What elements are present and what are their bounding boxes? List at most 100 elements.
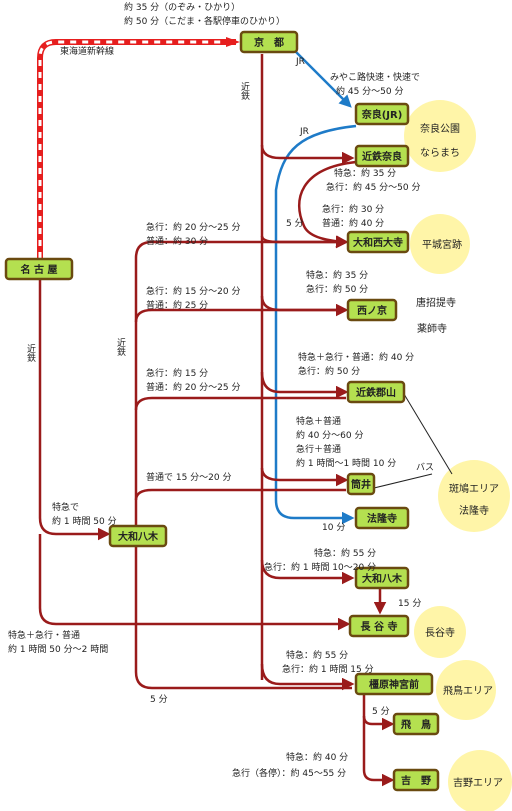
area-asuka: 飛鳥エリア [443,684,493,697]
area-heijo: 平城宮跡 [422,238,462,251]
svg-text:普通：約 25 分: 普通：約 25 分 [146,299,208,311]
area-heijo-bubble [410,214,470,274]
svg-text:近鉄: 近鉄 [25,343,36,363]
svg-text:普通：約 40 分: 普通：約 40 分 [322,217,384,229]
area-ikaruga: 斑鳩エリア [449,482,499,495]
svg-text:急行：約 45 分〜50 分: 急行：約 45 分〜50 分 [326,181,421,193]
area-hasedera-bubble [414,606,466,658]
svg-text:急行：約 50 分: 急行：約 50 分 [298,365,360,377]
station-kashiharajingumae[interactable]: 橿原神宮前 [354,672,434,696]
svg-text:大和八木: 大和八木 [362,572,403,585]
svg-text:みやこ路快速・快速で: みやこ路快速・快速で [330,71,420,83]
svg-text:普通：約 30 分: 普通：約 30 分 [146,235,208,247]
area-bubbles [404,100,512,811]
svg-text:バス: バス [416,462,434,473]
svg-text:西ノ京: 西ノ京 [357,304,387,317]
svg-text:10 分: 10 分 [322,522,345,533]
svg-text:吉 野: 吉 野 [401,774,431,787]
svg-text:特急＋急行・普通：約 40 分: 特急＋急行・普通：約 40 分 [298,351,414,363]
station-kintetsu-koriyama[interactable]: 近鉄郡山 [346,380,406,404]
svg-text:5 分: 5 分 [150,694,168,705]
svg-text:約 50 分（こだま・各駅停車のひかり）: 約 50 分（こだま・各駅停車のひかり） [124,15,285,27]
shinkansen-line [37,37,240,258]
svg-text:特急＋急行・普通: 特急＋急行・普通 [8,629,80,641]
station-horyuji[interactable]: 法隆寺 [354,506,410,530]
svg-text:特急：約 35 分: 特急：約 35 分 [306,269,368,281]
svg-text:急行：約 15 分〜20 分: 急行：約 15 分〜20 分 [146,285,241,297]
svg-text:JR: JR [299,127,309,137]
svg-text:急行＋普通: 急行＋普通 [296,443,341,455]
station-yoshino[interactable]: 吉 野 [392,768,440,792]
svg-text:大和八木: 大和八木 [118,530,159,543]
svg-text:特急で: 特急で [52,501,79,513]
area-ikaruga-bubble [438,460,510,532]
svg-text:特急：約 55 分: 特急：約 55 分 [286,649,348,661]
svg-text:近鉄奈良: 近鉄奈良 [362,150,402,163]
station-yamato-yagi-right[interactable]: 大和八木 [354,566,410,590]
svg-text:近鉄: 近鉄 [239,81,250,101]
kintetsu-lines [38,54,395,787]
station-yamato-yagi-left[interactable]: 大和八木 [108,524,168,548]
svg-text:急行：約 30 分: 急行：約 30 分 [322,203,384,215]
station-nishinokyo[interactable]: 西ノ京 [346,298,398,322]
area-yoshino-bubble [448,750,512,811]
svg-text:15 分: 15 分 [398,598,421,609]
station-yamato-saidaiji[interactable]: 大和西大寺 [346,230,410,254]
svg-text:急行：約 1 時間 10〜20 分: 急行：約 1 時間 10〜20 分 [264,561,376,573]
area-names: 奈良公園 ならまち 平城宮跡 唐招提寺 薬師寺 斑鳩エリア 法隆寺 長谷寺 飛鳥… [416,122,503,789]
svg-text:長 谷 寺: 長 谷 寺 [361,620,398,633]
area-asuka-bubble [436,660,496,720]
svg-text:近鉄郡山: 近鉄郡山 [356,386,396,399]
svg-text:約 35 分（のぞみ・ひかり）: 約 35 分（のぞみ・ひかり） [124,1,240,13]
bus-leaders [373,393,453,489]
svg-text:5 分: 5 分 [372,706,390,717]
svg-text:約 1 時間 50 分〜2 時間: 約 1 時間 50 分〜2 時間 [8,643,108,655]
svg-text:飛 鳥: 飛 鳥 [400,718,431,731]
svg-text:急行：約 1 時間 15 分: 急行：約 1 時間 15 分 [282,663,374,675]
svg-text:約 1 時間〜1 時間 10 分: 約 1 時間〜1 時間 10 分 [296,457,396,469]
area-yoshino: 吉野エリア [453,777,503,789]
station-tsutsui[interactable]: 筒井 [346,472,376,496]
station-hasedera[interactable]: 長 谷 寺 [348,614,410,638]
svg-text:急行：約 20 分〜25 分: 急行：約 20 分〜25 分 [146,221,241,233]
svg-text:大和西大寺: 大和西大寺 [353,236,403,249]
svg-text:特急＋普通: 特急＋普通 [296,415,341,427]
svg-text:急行：約 15 分: 急行：約 15 分 [146,367,208,379]
svg-text:約 45 分〜50 分: 約 45 分〜50 分 [336,85,404,97]
svg-text:特急：約 35 分: 特急：約 35 分 [334,167,396,179]
jr-lines [274,51,357,525]
station-asuka[interactable]: 飛 鳥 [392,712,440,736]
svg-text:特急：約 40 分: 特急：約 40 分 [286,751,348,763]
area-naramachi: ならまち [420,147,460,159]
svg-text:普通：約 20 分〜25 分: 普通：約 20 分〜25 分 [146,381,241,393]
station-nara-jr[interactable]: 奈良(JR) [354,102,410,126]
area-yakushiji: 薬師寺 [417,322,447,335]
stations: 京 都 名 古 屋 奈良(JR) 近鉄奈良 大和西大寺 西ノ京 近鉄郡山 筒井 [4,30,440,792]
svg-text:東海道新幹線: 東海道新幹線 [60,45,114,57]
svg-text:近鉄: 近鉄 [115,337,126,357]
svg-text:JR: JR [295,57,305,67]
time-labels: 約 35 分（のぞみ・ひかり） 約 50 分（こだま・各駅停車のひかり） 東海道… [8,1,434,779]
area-nara-park-bubble [404,100,476,172]
area-nara-park: 奈良公園 [420,122,460,135]
svg-text:普通で 15 分〜20 分: 普通で 15 分〜20 分 [146,471,232,483]
svg-text:急行（各停）：約 45〜55 分: 急行（各停）：約 45〜55 分 [232,767,346,779]
svg-text:橿原神宮前: 橿原神宮前 [369,678,419,691]
svg-text:急行：約 50 分: 急行：約 50 分 [306,283,368,295]
svg-text:筒井: 筒井 [351,478,371,491]
svg-text:約 1 時間 50 分: 約 1 時間 50 分 [52,515,117,527]
area-hasedera: 長谷寺 [425,627,455,639]
svg-text:特急：約 55 分: 特急：約 55 分 [314,547,376,559]
station-kyoto[interactable]: 京 都 [239,30,299,54]
area-horyuji: 法隆寺 [459,504,489,517]
svg-text:奈良(JR): 奈良(JR) [361,108,403,121]
svg-text:京 都: 京 都 [254,36,284,49]
area-toshodaiji: 唐招提寺 [416,296,456,309]
svg-text:5 分: 5 分 [286,218,304,229]
svg-text:約 40 分〜60 分: 約 40 分〜60 分 [296,429,364,441]
station-nagoya[interactable]: 名 古 屋 [4,257,74,281]
svg-text:名 古 屋: 名 古 屋 [21,263,58,276]
svg-text:法隆寺: 法隆寺 [367,512,397,525]
station-kintetsu-nara[interactable]: 近鉄奈良 [354,144,410,168]
